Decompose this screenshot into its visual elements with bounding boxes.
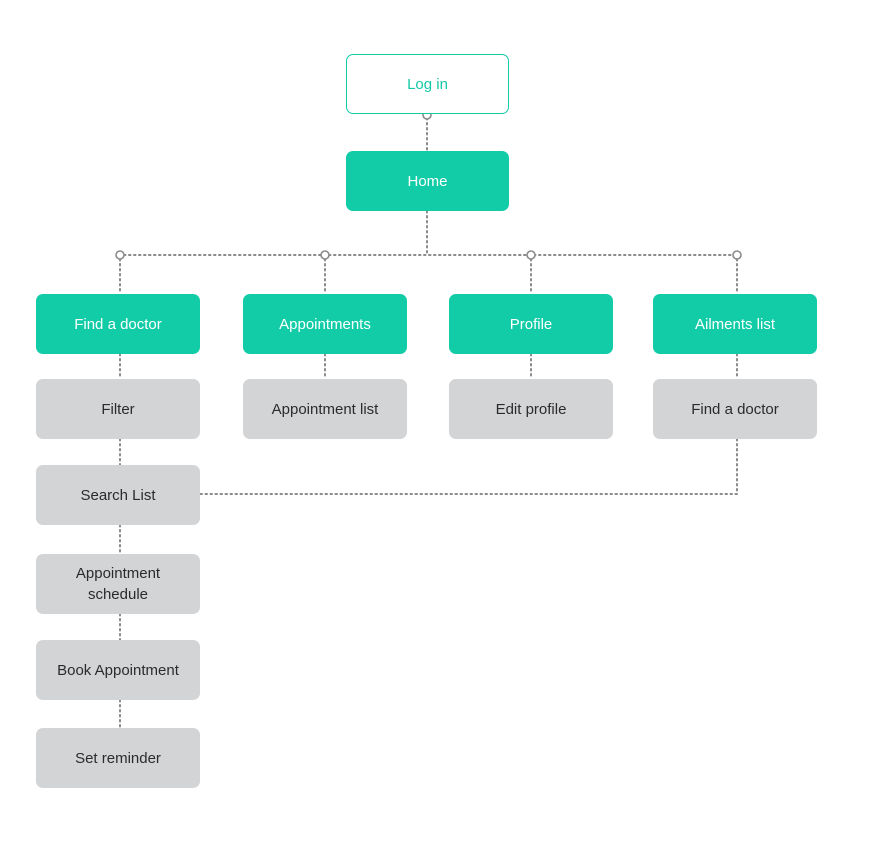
ailments-list-label: Ailments list xyxy=(694,315,776,333)
login-node: Log in xyxy=(346,54,509,114)
edit-profile-label: Edit profile xyxy=(495,400,567,418)
ailments-find-doctor-label: Find a doctor xyxy=(691,400,779,418)
filter-node: Filter xyxy=(36,379,200,439)
connectors xyxy=(119,117,738,729)
home-node: Home xyxy=(346,151,509,211)
connector-dot-profile xyxy=(526,250,536,260)
appointments-node: Appointments xyxy=(243,294,407,354)
set-reminder-label: Set reminder xyxy=(75,749,161,767)
book-appointment-label: Book Appointment xyxy=(57,661,179,679)
appointment-schedule-label: Appointment schedule xyxy=(75,565,161,603)
search-list-label: Search List xyxy=(80,486,156,504)
set-reminder-node: Set reminder xyxy=(36,728,200,788)
book-appointment-node: Book Appointment xyxy=(36,640,200,700)
ailments-list-node: Ailments list xyxy=(653,294,817,354)
profile-node: Profile xyxy=(449,294,613,354)
connector-dot-ailments xyxy=(732,250,742,260)
find-doctor-label: Find a doctor xyxy=(74,315,162,333)
profile-label: Profile xyxy=(509,315,553,333)
login-label: Log in xyxy=(407,75,448,93)
search-list-node: Search List xyxy=(36,465,200,525)
appointment-list-label: Appointment list xyxy=(271,400,379,418)
appointment-list-node: Appointment list xyxy=(243,379,407,439)
appointments-label: Appointments xyxy=(279,315,371,333)
connector-dots xyxy=(115,110,742,260)
appointment-schedule-node: Appointment schedule xyxy=(36,554,200,614)
ailments-find-doctor-node: Find a doctor xyxy=(653,379,817,439)
home-label: Home xyxy=(407,172,448,190)
connector-dot-appointments xyxy=(320,250,330,260)
filter-label: Filter xyxy=(101,400,135,418)
edit-profile-node: Edit profile xyxy=(449,379,613,439)
connector-dot-find-doctor xyxy=(115,250,125,260)
find-doctor-node: Find a doctor xyxy=(36,294,200,354)
connector-find-doctor-search xyxy=(199,438,738,495)
